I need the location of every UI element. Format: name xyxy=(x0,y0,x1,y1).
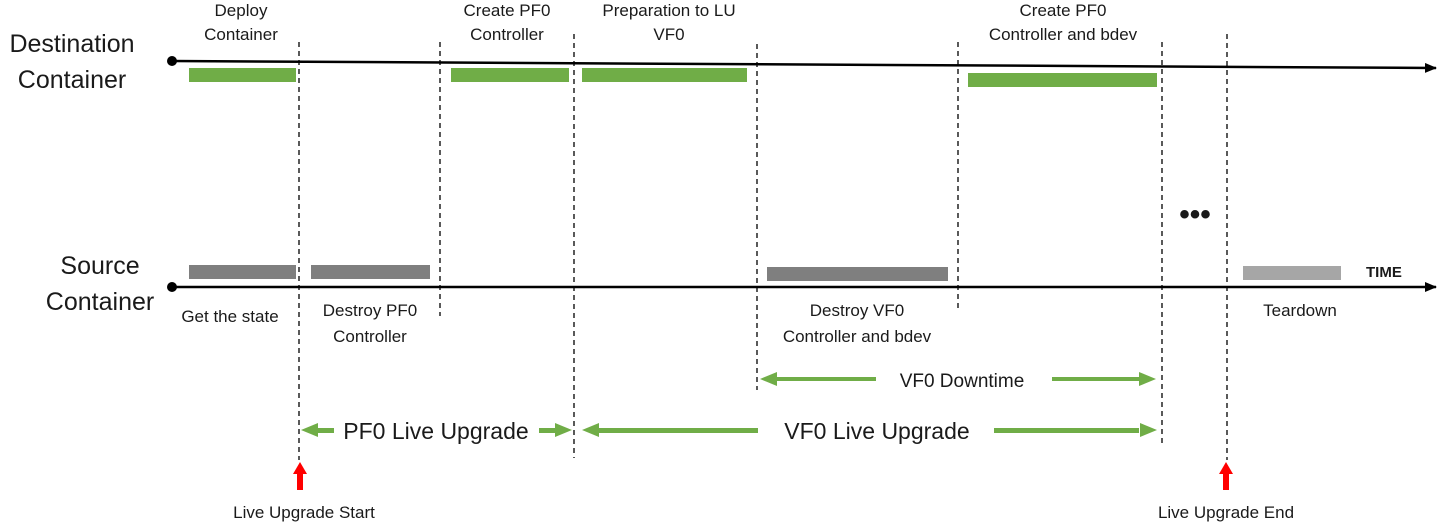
bar-deploy-container xyxy=(189,68,296,82)
phase-label-line: Controller and bdev xyxy=(989,25,1138,44)
vf0-live-upgrade-label: VF0 Live Upgrade xyxy=(784,418,969,444)
pf0-live-upgrade-range xyxy=(301,423,572,437)
vf0-downtime-range xyxy=(760,372,1156,386)
continuation-ellipsis: ••• xyxy=(1179,198,1211,231)
destination-row-label-line-2: Container xyxy=(18,66,126,94)
pf0-upgrade-left-shaft xyxy=(317,428,334,433)
bar-create-pf0-controller-and-bdev xyxy=(968,73,1157,87)
phase-label-line: Destroy PF0 xyxy=(323,301,417,320)
live-upgrade-start-marker xyxy=(293,462,307,490)
vf0-upgrade-right-shaft xyxy=(994,428,1139,433)
vf0-upgrade-left-shaft xyxy=(598,428,758,433)
live-upgrade-end-marker xyxy=(1219,462,1233,490)
vf0-downtime-left-shaft xyxy=(776,377,876,381)
source-row-label-line-2: Container xyxy=(46,288,154,316)
pf0-upgrade-right-arrowhead xyxy=(555,423,572,437)
phase-label-preparation-to-lu: Preparation to LU VF0 xyxy=(602,1,735,44)
time-axis-label: TIME xyxy=(1366,264,1402,281)
source-row-label-line-1: Source xyxy=(60,252,139,280)
up-arrow-icon xyxy=(293,462,307,474)
vf0-downtime-label: VF0 Downtime xyxy=(900,371,1025,392)
bar-get-the-state xyxy=(189,265,296,279)
up-arrow-shaft xyxy=(297,473,303,490)
vf0-downtime-right-shaft xyxy=(1052,377,1142,381)
destination-timeline-axis xyxy=(171,59,1437,73)
phase-label-line: Preparation to LU xyxy=(602,1,735,20)
phase-label-line: Deploy xyxy=(215,1,268,20)
phase-boundaries xyxy=(298,34,1228,460)
bar-preparation-to-lu xyxy=(582,68,747,82)
vf0-upgrade-left-arrowhead xyxy=(582,423,599,437)
vf0-live-upgrade-range xyxy=(582,423,1157,437)
phase-label-line: Container xyxy=(204,25,278,44)
bar-destroy-pf0-controller xyxy=(311,265,430,279)
phase-label-line: Controller and bdev xyxy=(783,327,932,346)
bar-teardown xyxy=(1243,266,1341,280)
phase-label-line: Get the state xyxy=(181,307,278,326)
phase-label-line: Controller xyxy=(333,327,407,346)
pf0-upgrade-right-shaft xyxy=(539,428,557,433)
phase-label-get-the-state: Get the state xyxy=(181,307,278,326)
up-arrow-icon xyxy=(1219,462,1233,474)
bar-destroy-vf0-controller xyxy=(767,267,948,281)
live-upgrade-start-label: Live Upgrade Start xyxy=(233,503,375,522)
vf0-downtime-left-arrowhead xyxy=(760,372,777,386)
phase-label-line: Destroy VF0 xyxy=(810,301,904,320)
bar-create-pf0-controller xyxy=(451,68,569,82)
phase-label-line: Create PF0 xyxy=(1020,1,1107,20)
pf0-live-upgrade-label: PF0 Live Upgrade xyxy=(343,418,528,444)
phase-label-teardown: Teardown xyxy=(1263,301,1337,320)
vf0-upgrade-right-arrowhead xyxy=(1140,423,1157,437)
up-arrow-shaft xyxy=(1223,473,1229,490)
phase-label-line: Create PF0 xyxy=(464,1,551,20)
destination-row-label-line-1: Destination xyxy=(9,30,134,58)
phase-label-line: VF0 xyxy=(653,25,684,44)
pf0-upgrade-left-arrowhead xyxy=(301,423,318,437)
vf0-downtime-right-arrowhead xyxy=(1139,372,1156,386)
phase-label-line: Controller xyxy=(470,25,544,44)
live-upgrade-end-label: Live Upgrade End xyxy=(1158,503,1294,522)
phase-label-line: Teardown xyxy=(1263,301,1337,320)
